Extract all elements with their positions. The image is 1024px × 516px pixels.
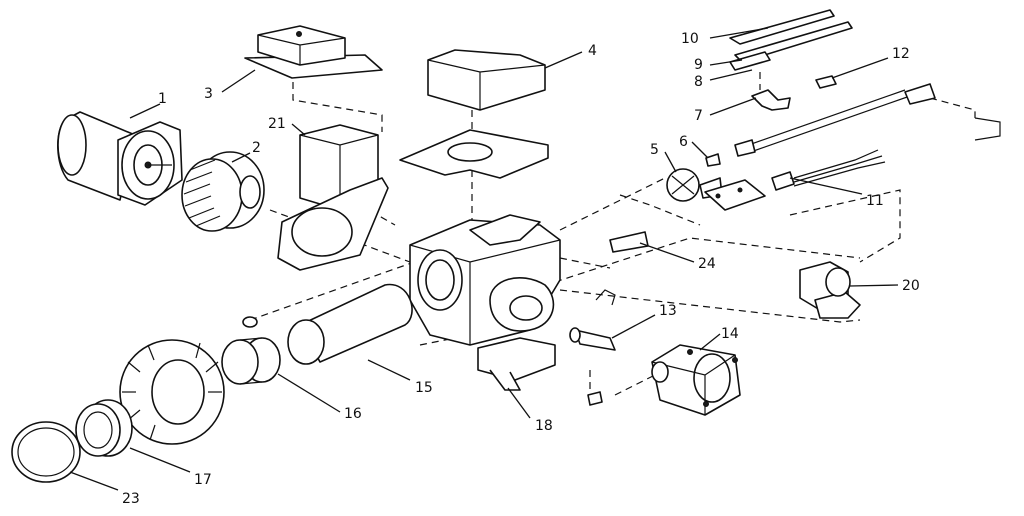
part-electrode-assembly — [729, 9, 911, 157]
callout-1: 1 — [158, 91, 167, 107]
callout-15: 15 — [415, 380, 433, 396]
part-cell-holder — [705, 153, 721, 167]
callout-8: 8 — [694, 74, 703, 90]
part-wire-lead — [771, 149, 886, 191]
callout-10: 10 — [681, 31, 699, 47]
callout-16: 16 — [344, 406, 362, 422]
part-small-bracket — [609, 231, 649, 253]
callout-18: 18 — [535, 418, 553, 434]
part-solenoid-valve — [799, 261, 861, 319]
part-sleeve — [221, 337, 281, 385]
part-flange-disc — [119, 339, 225, 445]
callout-21: 21 — [268, 116, 286, 132]
part-air-tube — [287, 283, 413, 365]
part-pump-fitting — [587, 391, 603, 406]
part-mounting-bracket — [477, 337, 556, 391]
part-blower-wheel — [181, 151, 265, 232]
part-cell-plate — [704, 179, 766, 211]
part-transformer — [277, 124, 389, 271]
part-motor — [57, 111, 183, 206]
callout-labels: 1 2 3 4 5 6 7 8 9 10 11 12 13 14 15 16 1… — [122, 31, 920, 507]
callout-14: 14 — [721, 326, 739, 342]
callout-3: 3 — [204, 86, 213, 102]
callout-7: 7 — [694, 108, 703, 124]
part-burner-housing — [409, 214, 561, 346]
part-nozzle-line — [569, 289, 616, 351]
part-gasket-plate — [399, 129, 549, 179]
callout-4: 4 — [588, 43, 597, 59]
callout-11: 11 — [866, 193, 884, 209]
callout-20: 20 — [902, 278, 920, 294]
part-igniter-cover — [244, 25, 383, 79]
callout-13: 13 — [659, 303, 677, 319]
part-gasket-ring — [11, 421, 81, 483]
callout-12: 12 — [892, 46, 910, 62]
part-clip — [815, 75, 837, 89]
part-washer — [242, 316, 258, 328]
callout-6: 6 — [679, 134, 688, 150]
part-top-cover — [427, 49, 546, 111]
callout-24: 24 — [698, 256, 716, 272]
leader-lines — [69, 27, 899, 491]
callout-2: 2 — [252, 140, 261, 156]
part-electrode-bracket — [904, 83, 1001, 141]
callout-17: 17 — [194, 472, 212, 488]
callout-5: 5 — [650, 142, 659, 158]
callout-23: 23 — [122, 491, 140, 507]
part-oil-pump — [651, 344, 741, 416]
part-retainer-ring — [75, 399, 133, 457]
callout-9: 9 — [694, 57, 703, 73]
